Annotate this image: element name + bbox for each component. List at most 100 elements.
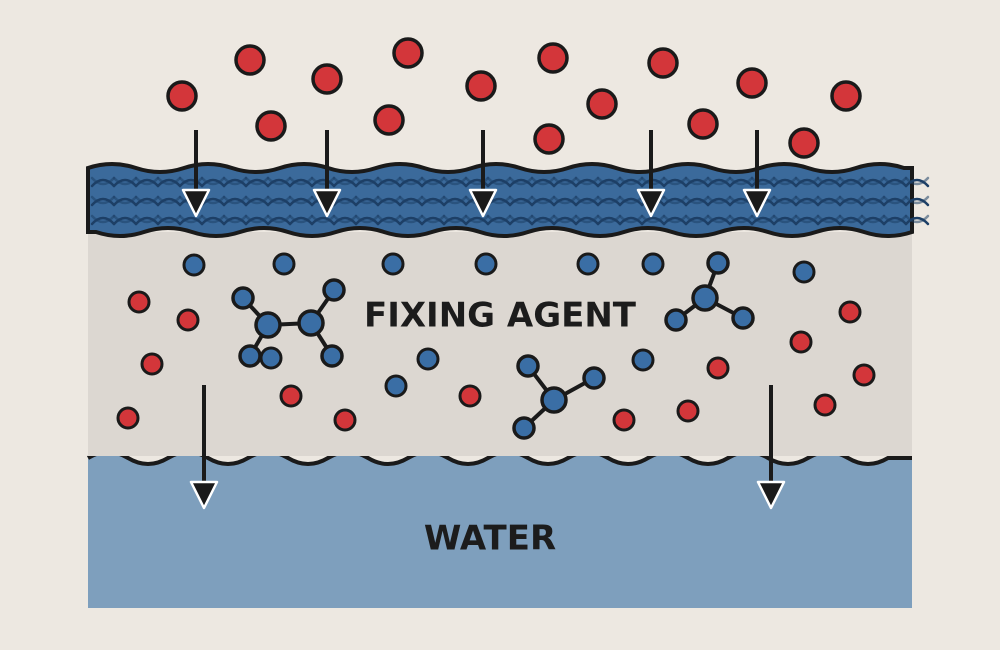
fabric-thread [794, 216, 820, 226]
fabric-thread [288, 178, 314, 188]
fabric-thread [288, 197, 314, 207]
dye-particle [255, 110, 287, 142]
fixing-molecule [664, 251, 755, 332]
fabric-thread [662, 195, 688, 205]
fabric-thread [904, 176, 930, 186]
fixing-molecule [512, 354, 606, 440]
dye-particle [736, 67, 768, 99]
fabric-thread [684, 197, 710, 207]
fabric-thread [486, 216, 512, 226]
fabric-thread [112, 214, 138, 224]
fabric-thread [662, 176, 688, 186]
dye-particle [176, 308, 200, 332]
fabric-thread [90, 214, 116, 224]
fabric-thread [376, 197, 402, 207]
fabric-thread [838, 178, 864, 188]
fabric-thread [816, 216, 842, 226]
fabric-thread [376, 214, 402, 224]
fabric-thread [420, 214, 446, 224]
fabric-thread [860, 178, 886, 188]
molecule-atom [540, 386, 568, 414]
fabric-thread [266, 176, 292, 186]
fabric-thread [574, 216, 600, 226]
dye-particle [333, 408, 357, 432]
fabric-thread [398, 176, 424, 186]
fabric-thread [178, 214, 204, 224]
fabric-thread [530, 176, 556, 186]
fabric-thread [134, 195, 160, 205]
fabric-thread [552, 197, 578, 207]
fabric-thread [508, 216, 534, 226]
fabric-thread [134, 178, 160, 188]
dye-particle [311, 63, 343, 95]
dye-particle [279, 384, 303, 408]
fabric-thread [904, 197, 930, 207]
fabric-thread [354, 176, 380, 186]
dye-particle [830, 80, 862, 112]
fabric-thread [552, 216, 578, 226]
fixing-particle [641, 252, 665, 276]
dye-particle [234, 44, 266, 76]
particles-in-fixing-layer [116, 252, 876, 432]
fabric-thread [200, 214, 226, 224]
dye-particle [586, 88, 618, 120]
fabric-thread [508, 197, 534, 207]
fabric-threads [90, 176, 930, 226]
fabric-thread [684, 195, 710, 205]
fabric-thread [794, 195, 820, 205]
fabric-thread [398, 195, 424, 205]
fabric-thread [112, 176, 138, 186]
fabric-thread [816, 197, 842, 207]
fabric-thread [552, 195, 578, 205]
fabric-thread [464, 176, 490, 186]
fabric-thread [618, 195, 644, 205]
fabric-thread [860, 197, 886, 207]
fabric-thread [750, 216, 776, 226]
fabric-thread [772, 214, 798, 224]
fabric-thread [772, 197, 798, 207]
arrow-down-icon [756, 385, 786, 510]
fabric-thread [332, 176, 358, 186]
fabric-thread [354, 178, 380, 188]
fabric-thread [816, 178, 842, 188]
fabric-thread [882, 214, 908, 224]
fabric-thread [156, 178, 182, 188]
fabric-thread [838, 195, 864, 205]
fabric-thread [794, 178, 820, 188]
fabric-thread [156, 214, 182, 224]
arrow-down-icon [312, 130, 342, 218]
fixing-agent-layer [88, 232, 912, 456]
fabric-thread [728, 176, 754, 186]
fixing-particle [182, 253, 206, 277]
water-layer [88, 452, 912, 608]
fabric-thread [662, 216, 688, 226]
fabric-thread [728, 216, 754, 226]
fabric-thread [200, 197, 226, 207]
arrow-down-icon [189, 385, 219, 510]
fabric-thread [574, 197, 600, 207]
dye-particle [392, 37, 424, 69]
fabric-thread [442, 178, 468, 188]
molecule-atom [516, 354, 540, 378]
fabric-thread [222, 195, 248, 205]
fabric-thread [772, 195, 798, 205]
fabric-thread [90, 216, 116, 226]
fabric-thread [288, 176, 314, 186]
fabric-thread [178, 178, 204, 188]
fabric-thread [222, 216, 248, 226]
fabric-thread [904, 214, 930, 224]
fabric-thread [640, 214, 666, 224]
dye-particle [127, 290, 151, 314]
fabric-thread [244, 178, 270, 188]
fabric-thread [860, 216, 886, 226]
dye-particle [465, 70, 497, 102]
dye-particle [789, 330, 813, 354]
fabric-thread [530, 214, 556, 224]
fabric-thread [178, 216, 204, 226]
fabric-thread [618, 178, 644, 188]
dye-particles-above-fabric [166, 37, 862, 159]
fabric-thread [706, 197, 732, 207]
molecule-atom [238, 344, 262, 368]
fabric-thread [156, 197, 182, 207]
dye-particle [676, 399, 700, 423]
